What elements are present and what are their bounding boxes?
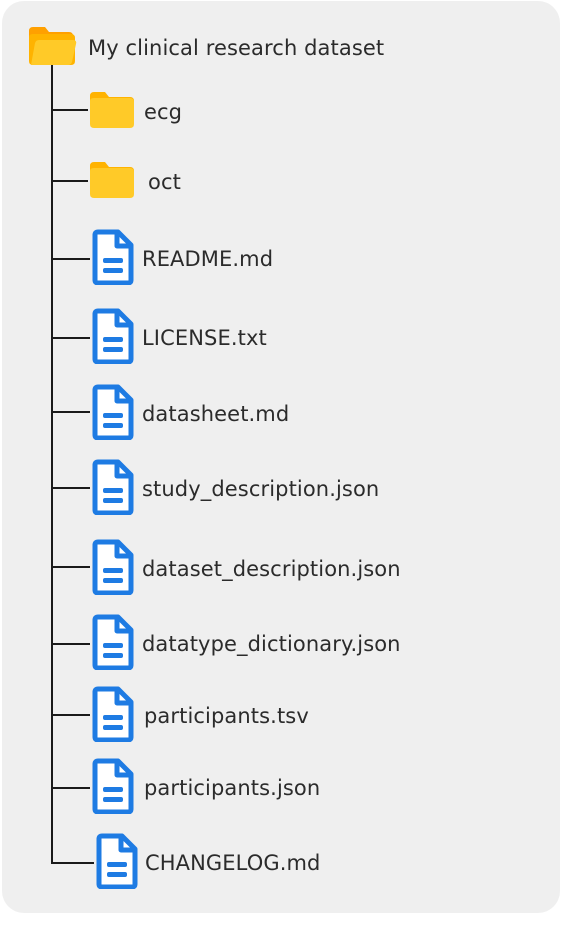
tree-item-dataset-description[interactable]: dataset_description.json <box>92 539 401 599</box>
tree-item-ecg[interactable]: ecg <box>88 90 182 134</box>
tree-item-label: oct <box>148 170 181 194</box>
tree-item-participants-json[interactable]: participants.json <box>92 758 320 818</box>
tree-item-label: dataset_description.json <box>142 557 401 581</box>
tree-item-oct[interactable]: oct <box>88 160 181 204</box>
tree-item-datatype-dictionary[interactable]: datatype_dictionary.json <box>92 614 401 674</box>
tree-item-readme[interactable]: README.md <box>92 229 273 289</box>
tree-item-license[interactable]: LICENSE.txt <box>92 308 267 368</box>
tree-item-changelog[interactable]: CHANGELOG.md <box>96 833 321 893</box>
document-icon <box>92 459 134 519</box>
connector-line <box>52 487 90 489</box>
connector-line <box>52 411 90 413</box>
connector-line <box>52 643 90 645</box>
tree-root[interactable]: My clinical research dataset <box>27 25 384 71</box>
tree-item-label: participants.tsv <box>144 704 309 728</box>
document-icon <box>92 758 134 818</box>
document-icon <box>92 384 134 444</box>
tree-trunk-line <box>51 62 53 864</box>
tree-item-label: ecg <box>144 100 183 124</box>
connector-line <box>52 714 90 716</box>
tree-item-participants-tsv[interactable]: participants.tsv <box>92 686 309 746</box>
tree-item-label: datasheet.md <box>142 402 290 426</box>
connector-line <box>52 787 90 789</box>
folder-icon <box>88 90 136 134</box>
tree-item-label: study_description.json <box>142 477 380 501</box>
connector-line <box>52 862 94 864</box>
tree-item-label: LICENSE.txt <box>142 326 267 350</box>
document-icon <box>92 614 134 674</box>
document-icon <box>96 833 138 893</box>
document-icon <box>92 539 134 599</box>
folder-icon <box>88 160 136 204</box>
connector-line <box>52 180 88 182</box>
tree-item-datasheet[interactable]: datasheet.md <box>92 384 289 444</box>
connector-line <box>52 566 90 568</box>
tree-item-label: README.md <box>142 247 274 271</box>
tree-item-label: CHANGELOG.md <box>145 851 321 875</box>
tree-item-label: datatype_dictionary.json <box>142 632 401 656</box>
connector-line <box>52 109 88 111</box>
connector-line <box>52 337 90 339</box>
root-folder-label: My clinical research dataset <box>88 36 385 60</box>
tree-item-study-description[interactable]: study_description.json <box>92 459 379 519</box>
document-icon <box>92 686 134 746</box>
document-icon <box>92 308 134 368</box>
document-icon <box>92 229 134 289</box>
folder-open-icon <box>27 25 77 71</box>
tree-item-label: participants.json <box>144 776 321 800</box>
connector-line <box>52 258 90 260</box>
